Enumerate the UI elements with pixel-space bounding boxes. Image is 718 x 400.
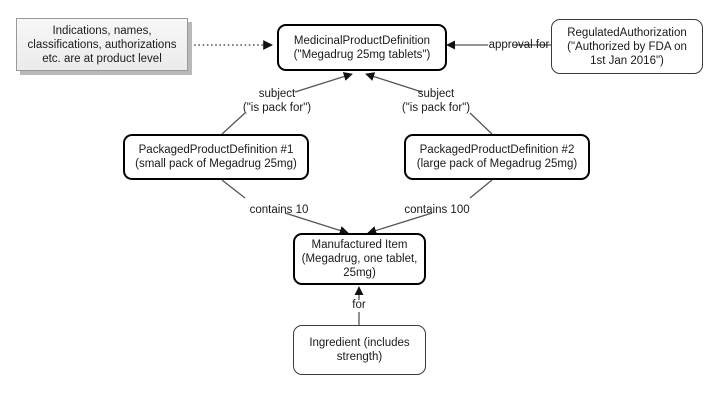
node-regulated-authorization[interactable]: RegulatedAuthorization ("Authorized by F… [551,19,703,74]
edge-pack1-to-product [221,112,246,135]
edge-label-subject-right: subject ("is pack for") [401,88,471,114]
edge-label-for: for [352,299,366,311]
edge-label-contains-left: contains 10 [249,204,309,216]
edge-pack2-to-item [469,179,493,199]
note-product-level: Indications, names, classifications, aut… [16,18,188,71]
edge-pack1-to-item [221,179,246,199]
node-ingredient[interactable]: Ingredient (includes strength) [293,325,426,375]
node-packaged-product-definition-1[interactable]: PackagedProductDefinition #1 (small pack… [123,134,309,180]
edge-label-subject-left: subject ("is pack for") [242,88,312,114]
node-medicinal-product-definition[interactable]: MedicinalProductDefinition ("Megadrug 25… [277,24,447,71]
node-manufactured-item[interactable]: Manufactured Item (Megadrug, one tablet,… [293,233,426,285]
node-packaged-product-definition-2[interactable]: PackagedProductDefinition #2 (large pack… [404,134,590,180]
edge-pack2-to-product [469,112,493,135]
edge-label-contains-right: contains 100 [404,204,470,216]
edge-label-approval-for: approval for [488,39,550,51]
